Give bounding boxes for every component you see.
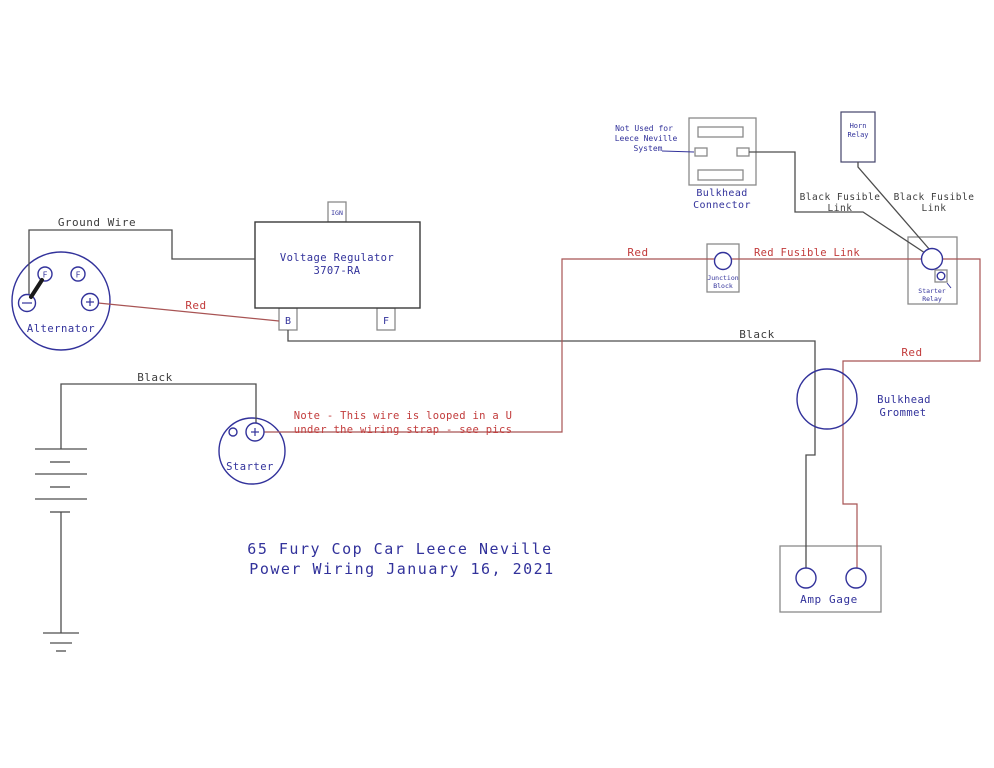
svg-text:Bulkhead: Bulkhead — [877, 394, 931, 406]
bulkhead-connector-bottom-slot — [697, 169, 744, 181]
bulkhead-grommet-label: Bulkhead Grommet — [877, 394, 931, 419]
horn-relay-body — [840, 111, 876, 163]
voltage-regulator-model: 3707-RA — [313, 265, 360, 277]
black-fusible-link-label-right: Black Fusible Link — [894, 192, 975, 214]
junction-block-label: Junction Block — [707, 274, 738, 290]
bulkhead-grommet-ring — [796, 368, 858, 430]
svg-text:Relay: Relay — [922, 295, 942, 303]
svg-text:Not Used for: Not Used for — [615, 124, 673, 133]
ground-wire-label: Ground Wire — [58, 216, 136, 229]
horn-relay — [840, 111, 876, 163]
svg-text:Block: Block — [713, 282, 733, 290]
amp-gage-right-terminal — [845, 567, 867, 589]
alternator-f1-label: F — [43, 271, 48, 280]
bulkhead-connector — [688, 117, 757, 186]
voltage-regulator — [254, 201, 421, 331]
svg-text:System: System — [634, 144, 663, 153]
starter-terminals — [228, 422, 265, 442]
starter-relay-label: Starter Relay — [918, 287, 945, 303]
svg-text:Leece Neville: Leece Neville — [615, 134, 678, 143]
amp-gage-terminals — [795, 567, 867, 589]
svg-text:Note - This wire is looped in: Note - This wire is looped in a U — [294, 410, 513, 422]
black-wire-label-battery: Black — [137, 371, 173, 384]
red-wire-label-alternator: Red — [185, 299, 206, 312]
voltage-regulator-name: Voltage Regulator — [280, 252, 394, 264]
bulkhead-connector-label: Bulkhead Connector — [693, 188, 751, 211]
black-wire-label-regulator: Black — [739, 328, 775, 341]
ground-symbol — [43, 632, 79, 652]
alternator-f2-terminal — [70, 266, 86, 282]
red-power-wire-u-loop — [264, 258, 981, 568]
red-wire-label-right: Red — [901, 346, 922, 359]
alternator-label: Alternator — [27, 323, 95, 335]
svg-text:Relay: Relay — [847, 131, 868, 139]
svg-text:Power Wiring January 16, 2021: Power Wiring January 16, 2021 — [249, 560, 554, 578]
amp-gage-left-terminal — [795, 567, 817, 589]
alternator — [11, 251, 111, 351]
red-wire-label-junction: Red — [627, 246, 648, 259]
alternator-f2-label: F — [76, 271, 81, 280]
not-used-leader-line — [661, 150, 695, 153]
svg-text:Connector: Connector — [693, 200, 751, 211]
black-fusible-link-wire-left — [749, 151, 926, 254]
battery-to-starter-cable — [60, 383, 257, 449]
diagram-title: 65 Fury Cop Car Leece Neville Power Wiri… — [247, 540, 554, 578]
svg-text:Junction: Junction — [707, 274, 738, 282]
starter-relay-small-terminal — [936, 271, 946, 281]
ign-tab-label: IGN — [331, 209, 343, 217]
red-fusible-link-label: Red Fusible Link — [754, 247, 860, 259]
junction-block-terminal — [713, 251, 733, 271]
starter-relay-leader-line — [946, 282, 952, 289]
alternator-body — [11, 251, 111, 351]
svg-text:Link: Link — [922, 203, 947, 214]
black-fusible-link-label-left: Black Fusible Link — [800, 192, 881, 214]
amp-gage-label: Amp Gage — [800, 593, 858, 606]
svg-text:under the wiring strap - see p: under the wiring strap - see pics — [294, 424, 513, 436]
ground-wire — [28, 229, 255, 294]
starter-relay-terminals — [920, 247, 952, 289]
starter-label: Starter — [226, 461, 274, 473]
svg-text:Black Fusible: Black Fusible — [894, 192, 975, 203]
alternator-f1-terminal — [37, 266, 53, 282]
svg-text:Starter: Starter — [918, 287, 945, 295]
regulator-b-to-amp-gage-black-wire — [287, 330, 816, 568]
bulkhead-connector-left-pin — [694, 147, 708, 157]
svg-text:Grommet: Grommet — [879, 407, 926, 419]
svg-text:Bulkhead: Bulkhead — [696, 188, 747, 199]
horn-relay-label: Horn Relay — [847, 122, 868, 139]
bulkhead-connector-right-pin — [736, 147, 750, 157]
voltage-regulator-body — [254, 221, 421, 309]
svg-text:Black Fusible: Black Fusible — [800, 192, 881, 203]
svg-text:Link: Link — [828, 203, 853, 214]
svg-text:Horn: Horn — [850, 122, 867, 130]
battery — [35, 448, 87, 652]
starter-relay-stud-terminal — [920, 247, 944, 271]
bulkhead-connector-top-slot — [697, 126, 744, 138]
note-annotation: Note - This wire is looped in a U under … — [294, 410, 513, 436]
svg-text:65 Fury Cop Car Leece Neville: 65 Fury Cop Car Leece Neville — [247, 540, 552, 558]
f-tab-label: F — [383, 316, 389, 327]
field-jumper-wire — [29, 278, 44, 299]
black-fusible-link-wire-horn-relay — [857, 162, 931, 251]
starter-small-terminal — [228, 427, 238, 437]
alternator-terminals — [17, 266, 100, 313]
not-used-note: Not Used for Leece Neville System — [615, 124, 678, 153]
alternator-to-regulator-red-wire — [97, 302, 280, 322]
b-tab-label: B — [285, 316, 291, 327]
